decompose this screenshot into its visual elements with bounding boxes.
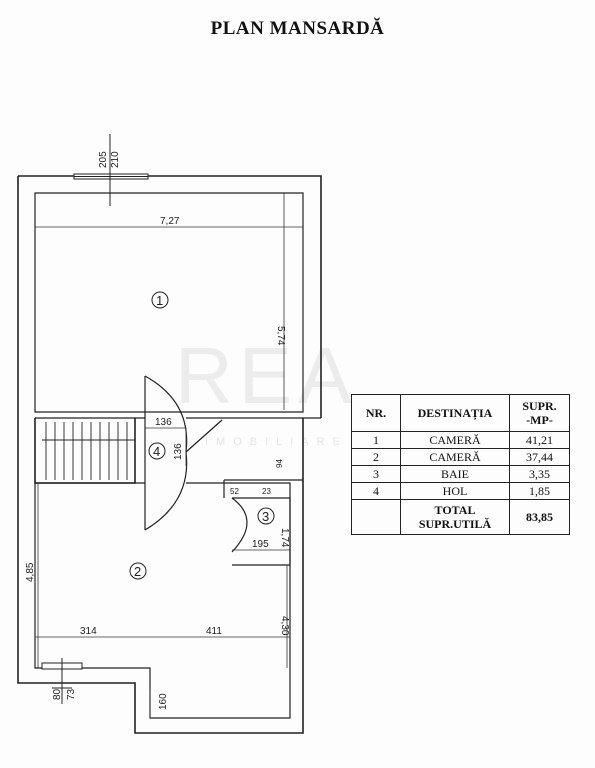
dim-room2-seg2: 411: [206, 626, 222, 637]
row-supr: 41,21: [509, 431, 570, 449]
dim-hall-small: 94: [275, 459, 284, 468]
room-number-3: 3: [262, 509, 269, 524]
row-nr: 2: [351, 448, 401, 466]
dim-window-top-1: 205: [98, 151, 109, 168]
table-row: 1 CAMERĂ 41,21: [351, 431, 570, 449]
total-label-line2: SUPR.UTILĂ: [418, 517, 492, 531]
header-nr: NR.: [351, 394, 401, 432]
area-table: NR. DESTINAȚIA SUPR. -MP- 1 CAMERĂ 41,21…: [351, 394, 570, 535]
walls: [17, 175, 322, 734]
total-value: 83,85: [509, 499, 570, 535]
row-supr: 37,44: [509, 448, 570, 466]
dim-bath-depth: 195: [252, 539, 269, 550]
dim-room2-right: 4,30: [279, 616, 290, 636]
row-nr: 4: [351, 482, 401, 500]
dim-window-bottom-2: 73: [66, 688, 77, 700]
window-bottom: [41, 658, 83, 704]
row-destinatia: HOL: [400, 482, 510, 500]
table-row: 3 BAIE 3,35: [351, 465, 570, 483]
stairs: [42, 422, 135, 480]
dimension-lines: [35, 193, 303, 718]
room-marker-3: [257, 507, 275, 525]
dim-stair-height: 136: [173, 443, 184, 460]
watermark-subtitle: IMOBILIARE: [205, 436, 348, 448]
watermark-logo: REA: [175, 331, 358, 420]
room-marker-1: [151, 291, 169, 309]
table-total-row: TOTAL SUPR.UTILĂ 83,85: [351, 499, 570, 535]
row-supr: 1,85: [509, 482, 570, 500]
dim-window-top-2: 210: [110, 151, 121, 168]
room-number-4: 4: [153, 444, 160, 459]
dim-bath-small-1: 52: [230, 487, 239, 496]
room-marker-2: [129, 562, 147, 580]
room-marker-4: [148, 442, 166, 460]
header-destinatia: DESTINAȚIA: [400, 394, 510, 432]
dim-bath-small-2: 23: [262, 487, 271, 496]
table-row: 4 HOL 1,85: [351, 482, 570, 500]
total-empty-cell: [351, 499, 401, 535]
header-supr-line2: -MP-: [526, 413, 553, 427]
header-supr-line1: SUPR.: [522, 399, 557, 413]
dim-stair-width: 136: [155, 417, 172, 428]
row-destinatia: CAMERĂ: [400, 448, 510, 466]
dim-alcove: 160: [158, 693, 169, 710]
room-number-1: 1: [156, 293, 163, 308]
table-header-row: NR. DESTINAȚIA SUPR. -MP-: [351, 394, 570, 432]
dim-window-bottom-1: 80: [52, 688, 63, 700]
row-destinatia: CAMERĂ: [400, 431, 510, 449]
table-row: 2 CAMERĂ 37,44: [351, 448, 570, 466]
window-top: [73, 134, 149, 206]
plan-title: PLAN MANSARDĂ: [210, 18, 385, 39]
doors: [144, 375, 248, 553]
row-nr: 1: [351, 431, 401, 449]
dim-room2-left: 4,85: [25, 562, 36, 582]
dim-room1-width: 7,27: [160, 216, 180, 227]
row-nr: 3: [351, 465, 401, 483]
dim-bath-side: 1,74: [279, 528, 290, 548]
total-label: TOTAL SUPR.UTILĂ: [400, 499, 510, 535]
room-number-2: 2: [134, 564, 141, 579]
dim-room1-height: 5,74: [275, 326, 286, 346]
dim-room2-seg1: 314: [80, 626, 97, 637]
header-supr: SUPR. -MP-: [509, 394, 570, 432]
row-destinatia: BAIE: [400, 465, 510, 483]
total-label-line1: TOTAL: [434, 503, 476, 517]
row-supr: 3,35: [509, 465, 570, 483]
